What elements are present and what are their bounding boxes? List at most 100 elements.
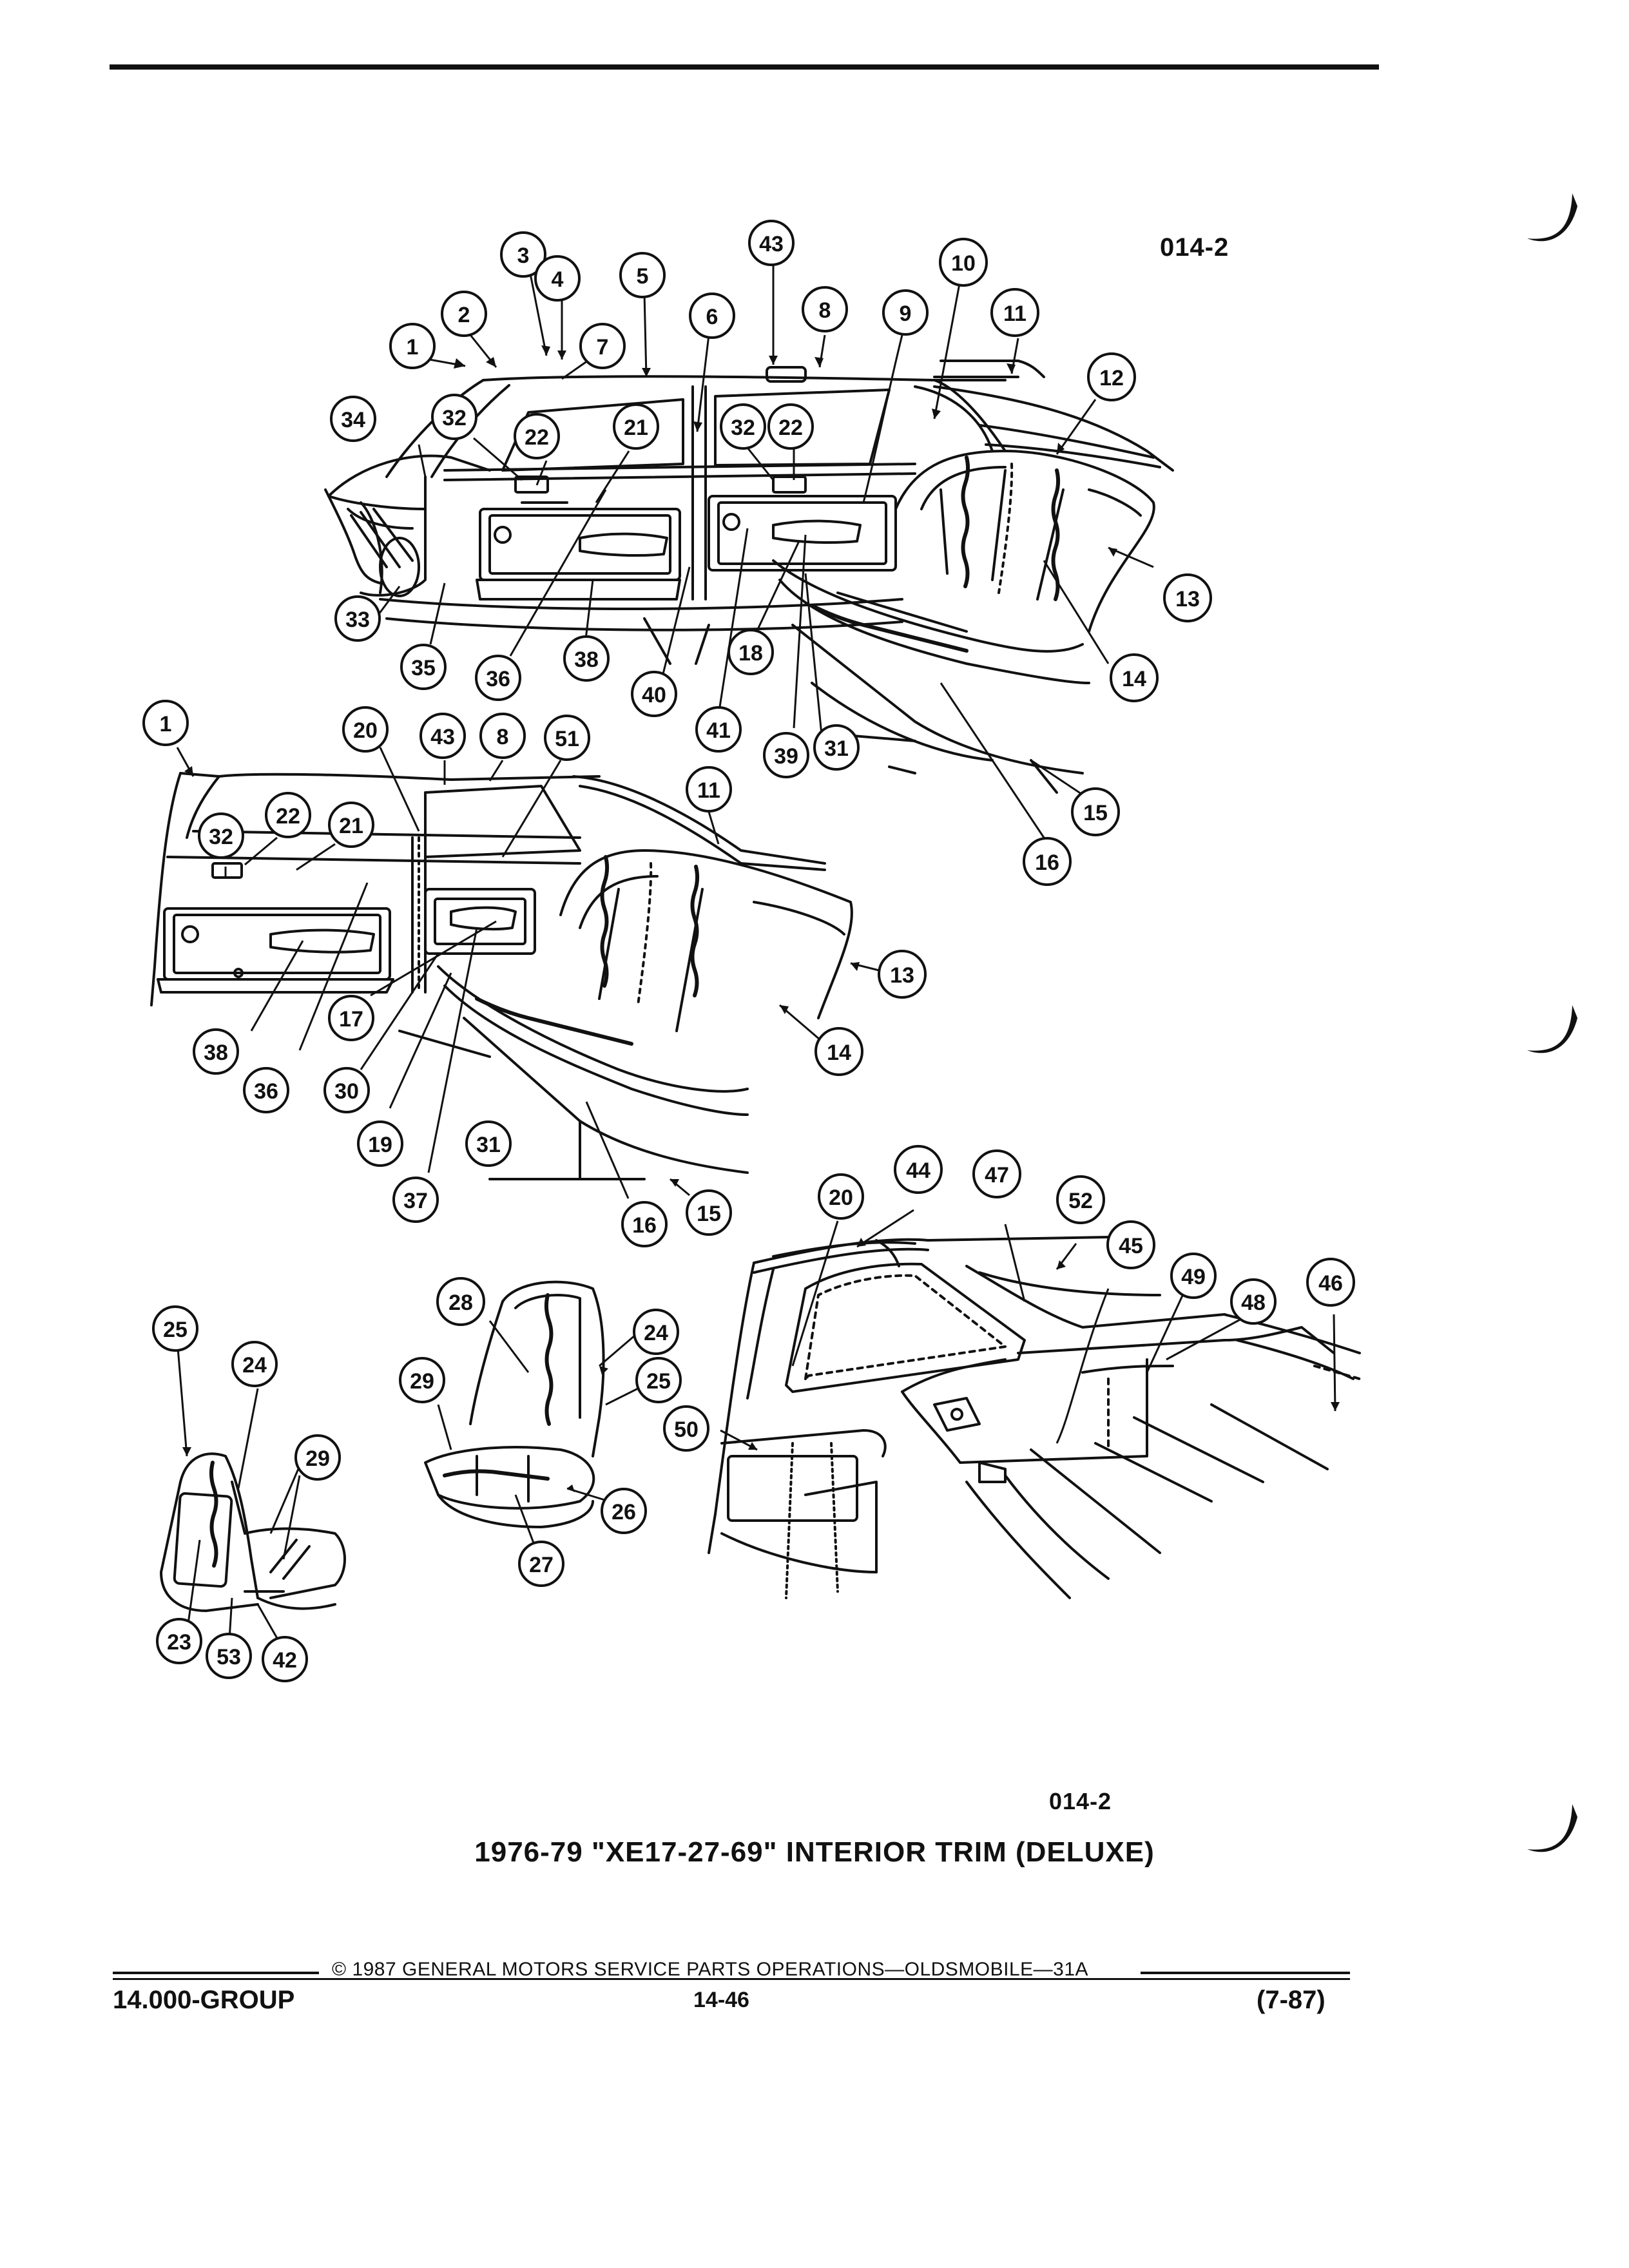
callout-circle: [431, 394, 477, 440]
callout-number: 30: [334, 1079, 359, 1104]
binder-hook-icon: [1527, 1005, 1577, 1053]
callout-circle: [663, 1405, 709, 1452]
callout-circle: [813, 724, 860, 771]
callout-circle: [767, 403, 814, 450]
callout-number: 6: [706, 305, 718, 329]
group-number: 14.000-GROUP: [113, 1986, 295, 2014]
callout-number: 17: [339, 1007, 363, 1032]
callout-number: 8: [819, 298, 831, 323]
callout-circle: [1056, 1175, 1105, 1224]
callout-circle: [243, 1067, 289, 1113]
callout-circle: [1023, 837, 1072, 886]
callout-circle: [330, 396, 376, 442]
callout-circle: [206, 1633, 252, 1679]
callout-number: 22: [276, 804, 300, 829]
callout-circle: [1230, 1278, 1277, 1325]
callout-number: 13: [1175, 587, 1200, 611]
callout-number: 21: [624, 416, 648, 440]
page-title: 1976-79 "XE17-27-69" INTERIOR TRIM (DELU…: [474, 1836, 1155, 1868]
callout-circle: [686, 1189, 732, 1236]
callout-circle: [601, 1488, 647, 1534]
callout-number: 34: [341, 408, 365, 432]
callout-number: 41: [706, 718, 731, 743]
footer-rule-left: [113, 1972, 319, 1974]
callout-circle: [357, 1120, 403, 1167]
callout-circle: [328, 802, 374, 848]
callout-number: 20: [829, 1186, 853, 1210]
callout-circle: [400, 644, 447, 690]
callout-circle: [972, 1149, 1021, 1198]
callout-number: 8: [497, 725, 509, 749]
callout-number: 35: [411, 656, 436, 680]
callout-number: 21: [339, 814, 363, 838]
callout-number: 26: [612, 1500, 636, 1524]
callout-circle: [479, 713, 526, 759]
callout-circle: [635, 1357, 682, 1403]
callout-number: 2: [458, 303, 470, 327]
callout-number: 52: [1068, 1189, 1093, 1213]
callout-number: 29: [410, 1369, 434, 1394]
callout-number: 37: [403, 1189, 428, 1213]
callout-number: 16: [1035, 850, 1059, 875]
callout-circle: [695, 706, 742, 753]
callout-number: 15: [1083, 801, 1108, 825]
callout-number: 39: [774, 744, 798, 769]
callout-number: 22: [525, 425, 549, 450]
callout-number: 1: [160, 712, 172, 736]
binder-hook-icon: [1527, 193, 1577, 242]
binder-hook-icon: [1527, 1804, 1577, 1852]
callout-number: 24: [644, 1321, 668, 1345]
callout-number: 38: [574, 648, 599, 672]
copyright-notice: © 1987 GENERAL MOTORS SERVICE PARTS OPER…: [332, 1959, 1089, 1980]
callout-number: 46: [1318, 1271, 1343, 1296]
callout-circle: [1306, 1258, 1355, 1307]
header-rule: [110, 64, 1379, 70]
callout-circle: [1170, 1253, 1217, 1299]
callout-circle: [619, 252, 666, 298]
callout-circle: [728, 629, 774, 675]
callout-circle: [1110, 653, 1159, 702]
callout-number: 7: [597, 335, 609, 360]
callout-circle: [419, 713, 466, 759]
callout-circle: [633, 1309, 679, 1355]
callout-circle: [748, 220, 795, 266]
callout-circle: [142, 700, 189, 746]
callout-number: 19: [368, 1133, 392, 1157]
callout-circle: [689, 293, 735, 339]
callout-circle: [818, 1173, 864, 1220]
callout-circle: [436, 1277, 485, 1326]
callout-number: 29: [305, 1446, 330, 1471]
callout-circle: [720, 403, 766, 450]
callout-number: 38: [204, 1041, 228, 1065]
callout-number: 28: [448, 1291, 473, 1315]
callout-number: 44: [906, 1158, 930, 1183]
callout-number: 45: [1119, 1234, 1143, 1258]
callout-circle: [1163, 573, 1212, 622]
callout-number: 50: [674, 1418, 699, 1442]
callout-number: 47: [985, 1163, 1009, 1187]
callout-circle: [815, 1027, 863, 1076]
callout-number: 15: [697, 1202, 721, 1226]
callout-circle: [894, 1145, 943, 1194]
callout-circle: [294, 1434, 341, 1481]
callout-circle: [265, 792, 311, 838]
callout-circle: [1106, 1220, 1155, 1269]
callout-circle: [990, 288, 1039, 337]
callout-number: 36: [254, 1079, 278, 1104]
callout-number: 31: [824, 736, 849, 761]
callout-circle: [441, 291, 487, 337]
callout-number: 48: [1241, 1291, 1266, 1315]
upper-interior-illustration: [324, 360, 1174, 794]
callout-number: 10: [951, 251, 976, 276]
callout-circle: [939, 238, 988, 287]
callout-circle: [475, 655, 521, 701]
callout-number: 9: [900, 302, 912, 326]
callout-circle: [518, 1541, 564, 1587]
callout-number: 12: [1099, 366, 1124, 390]
callout-circle: [544, 715, 590, 761]
bucket-seat-front-illustration: [424, 1280, 605, 1528]
callout-circle: [802, 286, 848, 332]
callout-number: 25: [646, 1369, 671, 1394]
